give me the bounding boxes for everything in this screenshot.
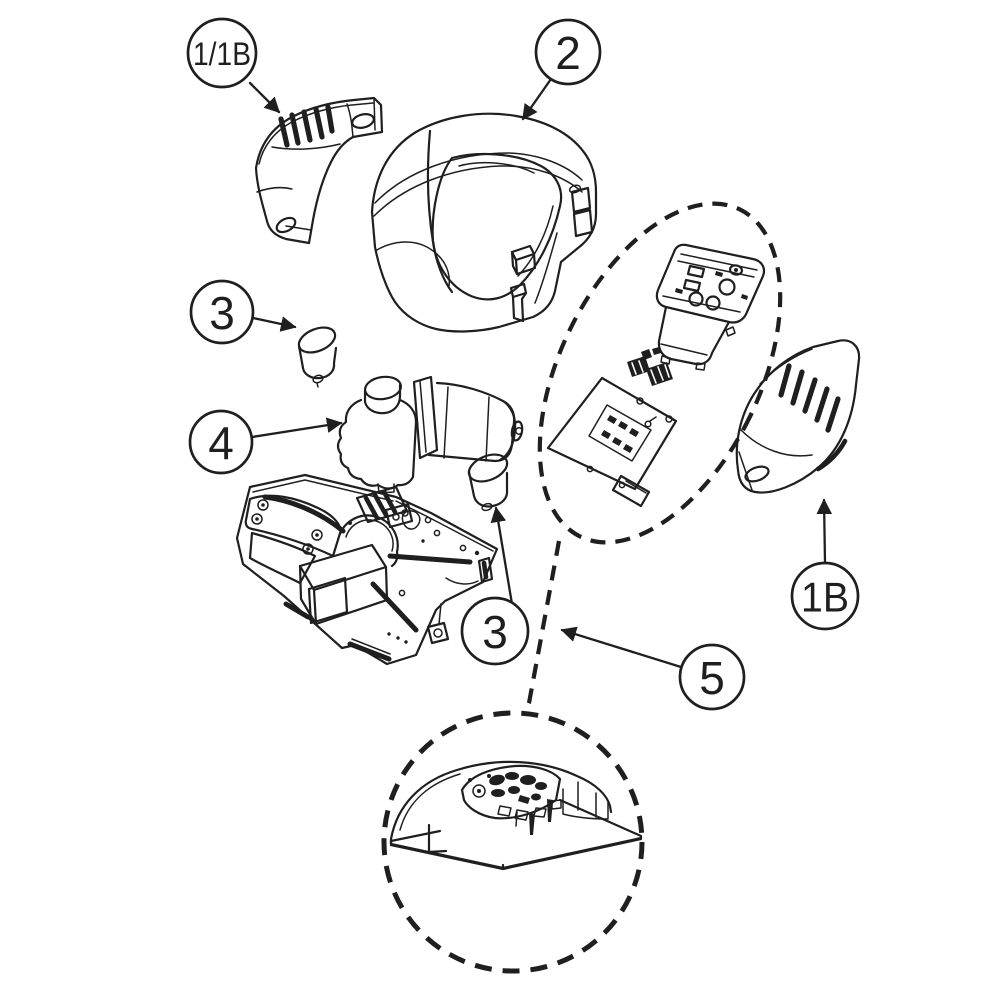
- mounting-pin: [529, 813, 535, 835]
- callout-1-1b[interactable]: 1/1B: [186, 17, 281, 114]
- main-housing-cover: [370, 112, 598, 333]
- callout-1b[interactable]: 1B: [790, 498, 860, 631]
- callout-1b-label: 1B: [801, 574, 849, 621]
- capacitor-upper: [297, 326, 338, 388]
- callout-3-lower-arrow: [490, 506, 514, 606]
- vented-end-cap-right: [735, 339, 861, 494]
- vent-slot: [778, 363, 792, 398]
- callout-4[interactable]: 4: [188, 409, 343, 475]
- detail-view-circle: [381, 710, 645, 974]
- cover-side-tab: [570, 186, 592, 214]
- callout-4-arrow: [250, 417, 343, 439]
- motor-gearbox-assembly: [336, 375, 524, 494]
- control-panel: [655, 243, 766, 371]
- vented-end-cap-left: [254, 96, 384, 245]
- callout-3-upper-label: 3: [209, 287, 235, 339]
- callout-3-upper[interactable]: 3: [189, 279, 297, 345]
- cover-clip: [510, 244, 536, 262]
- capacitor-lower: [467, 453, 509, 512]
- callout-1-1b-arrow: [248, 81, 281, 114]
- callout-3-upper-arrow: [251, 316, 297, 332]
- callout-3-lower-label: 3: [482, 606, 508, 658]
- connector-block: [627, 347, 673, 386]
- callout-4-label: 4: [208, 417, 234, 469]
- callout-2-label: 2: [555, 27, 581, 79]
- callout-1b-arrow: [816, 498, 833, 564]
- vent-slot: [278, 116, 290, 148]
- panel-button: [686, 264, 706, 279]
- circuit-board: [546, 376, 678, 508]
- detail-view: [389, 760, 643, 871]
- callout-2-arrow: [521, 77, 553, 121]
- callout-5-label: 5: [699, 652, 725, 704]
- callout-5[interactable]: 5: [560, 626, 746, 711]
- chassis-assembly: [235, 473, 499, 666]
- callout-1-1b-label: 1/1B: [193, 36, 251, 72]
- callout-5-arrow: [560, 626, 683, 669]
- wire-rod: [262, 494, 346, 534]
- callout-2[interactable]: 2: [521, 18, 602, 121]
- detail-group-ellipse: [537, 201, 783, 545]
- detail-group-connector-line: [523, 540, 562, 714]
- callout-3-lower[interactable]: 3: [460, 506, 530, 666]
